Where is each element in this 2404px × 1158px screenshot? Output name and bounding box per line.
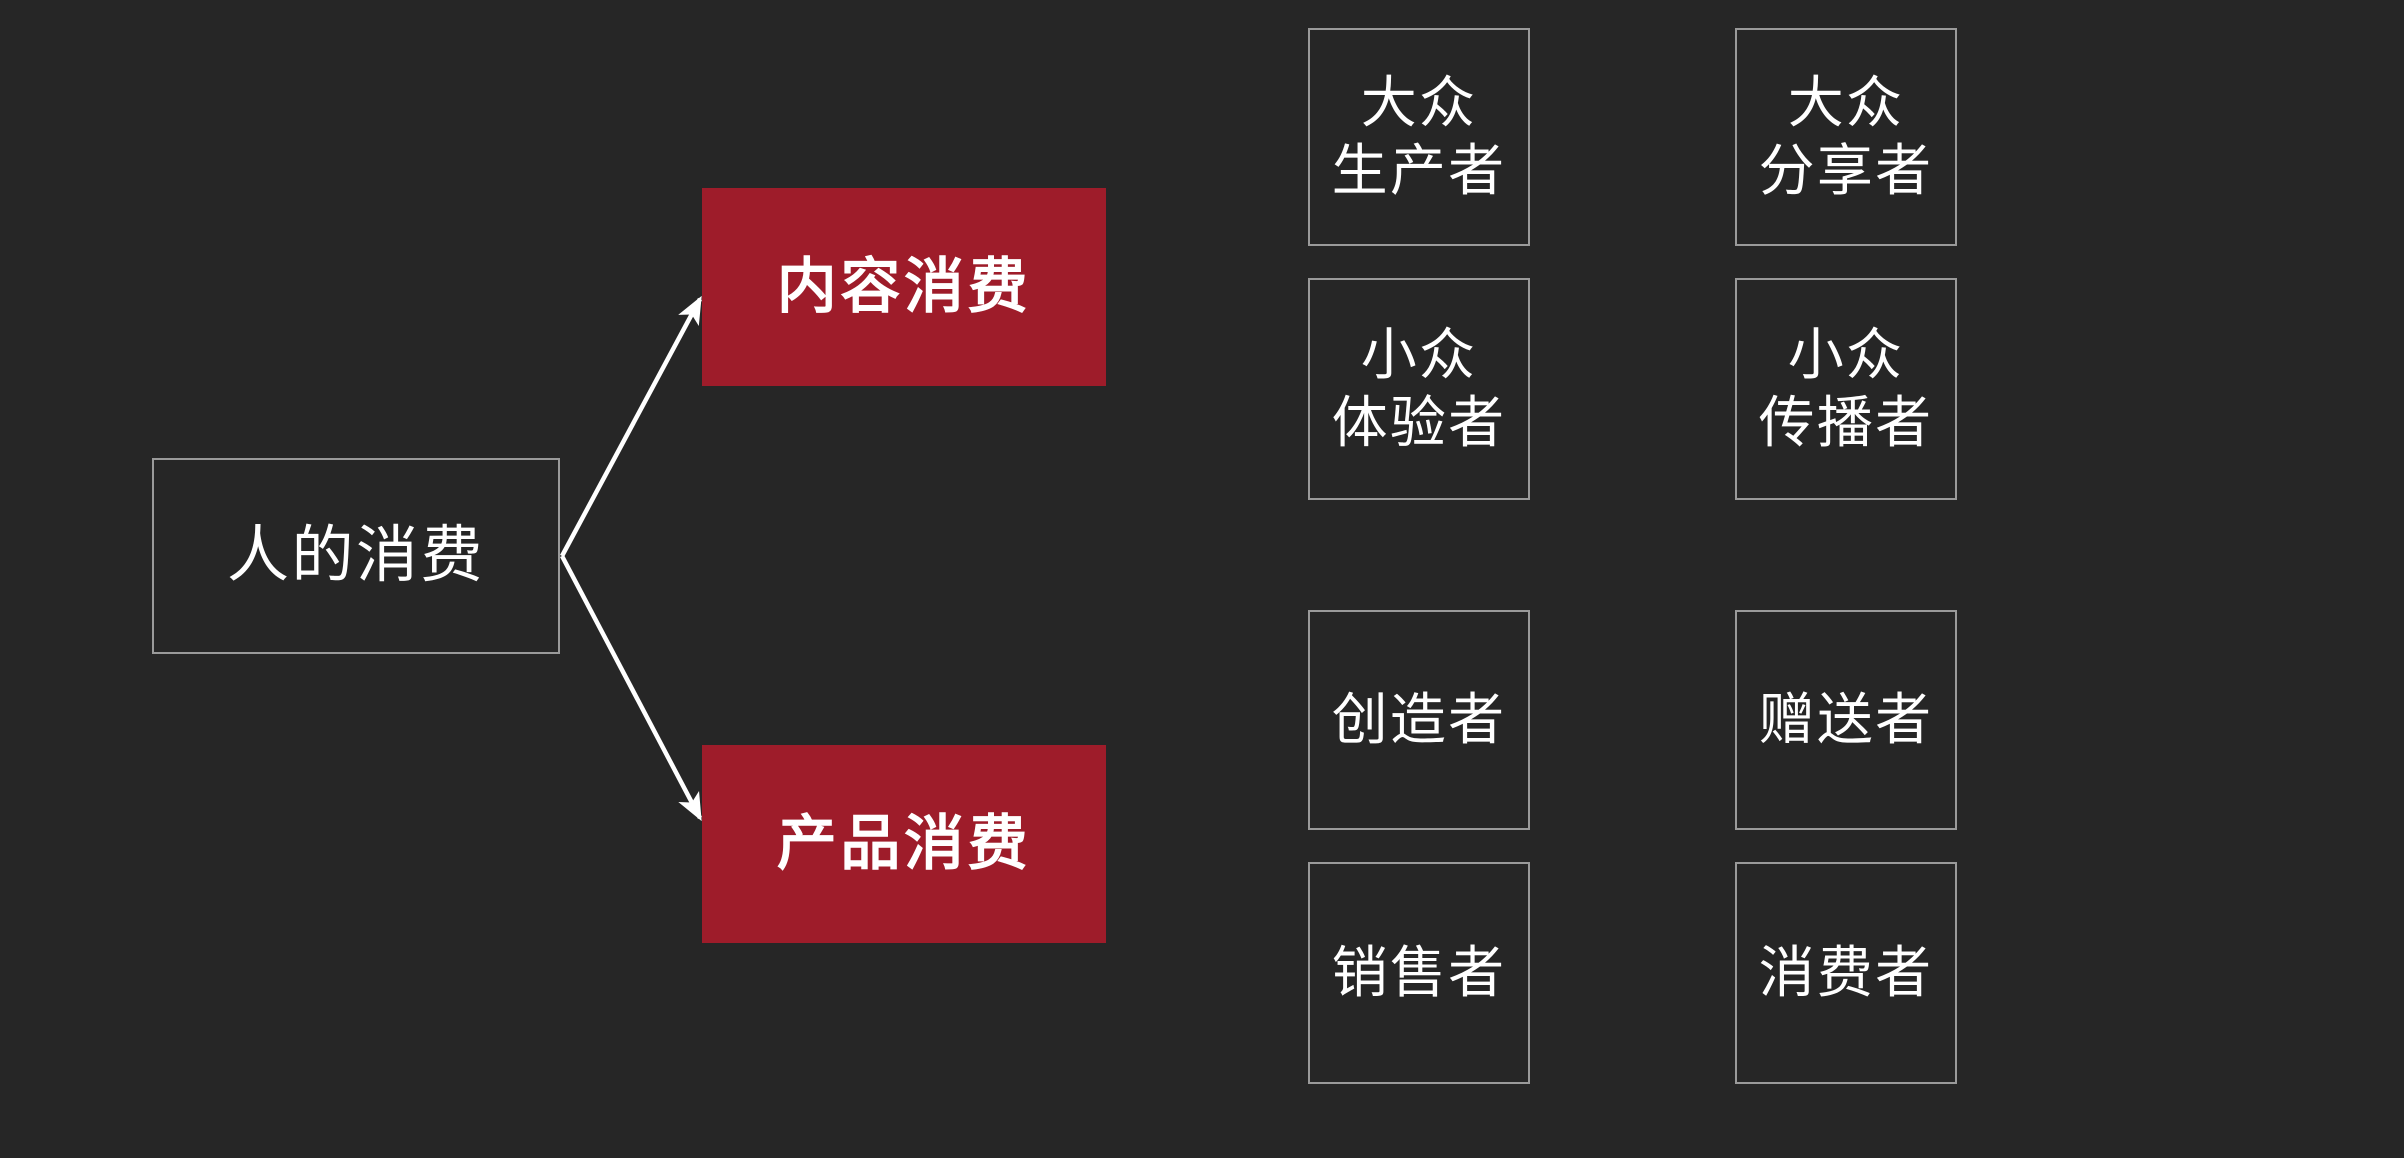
connector-root-to-product <box>560 554 702 822</box>
node-leaf-gifter[interactable]: 赠送者 <box>1735 610 1957 830</box>
connector-root-to-content <box>560 295 702 558</box>
node-branch-content-consumption[interactable]: 内容消费 <box>702 188 1106 386</box>
node-leaf-consumer[interactable]: 消费者 <box>1735 862 1957 1084</box>
node-leaf-niche-spreader[interactable]: 小众 传播者 <box>1735 278 1957 500</box>
node-leaf-mass-sharer[interactable]: 大众 分享者 <box>1735 28 1957 246</box>
node-leaf-niche-experiencer[interactable]: 小众 体验者 <box>1308 278 1530 500</box>
node-root-human-consumption[interactable]: 人的消费 <box>152 458 560 654</box>
node-leaf-mass-producer[interactable]: 大众 生产者 <box>1308 28 1530 246</box>
node-leaf-creator[interactable]: 创造者 <box>1308 610 1530 830</box>
node-branch-product-consumption[interactable]: 产品消费 <box>702 745 1106 943</box>
node-leaf-seller[interactable]: 销售者 <box>1308 862 1530 1084</box>
